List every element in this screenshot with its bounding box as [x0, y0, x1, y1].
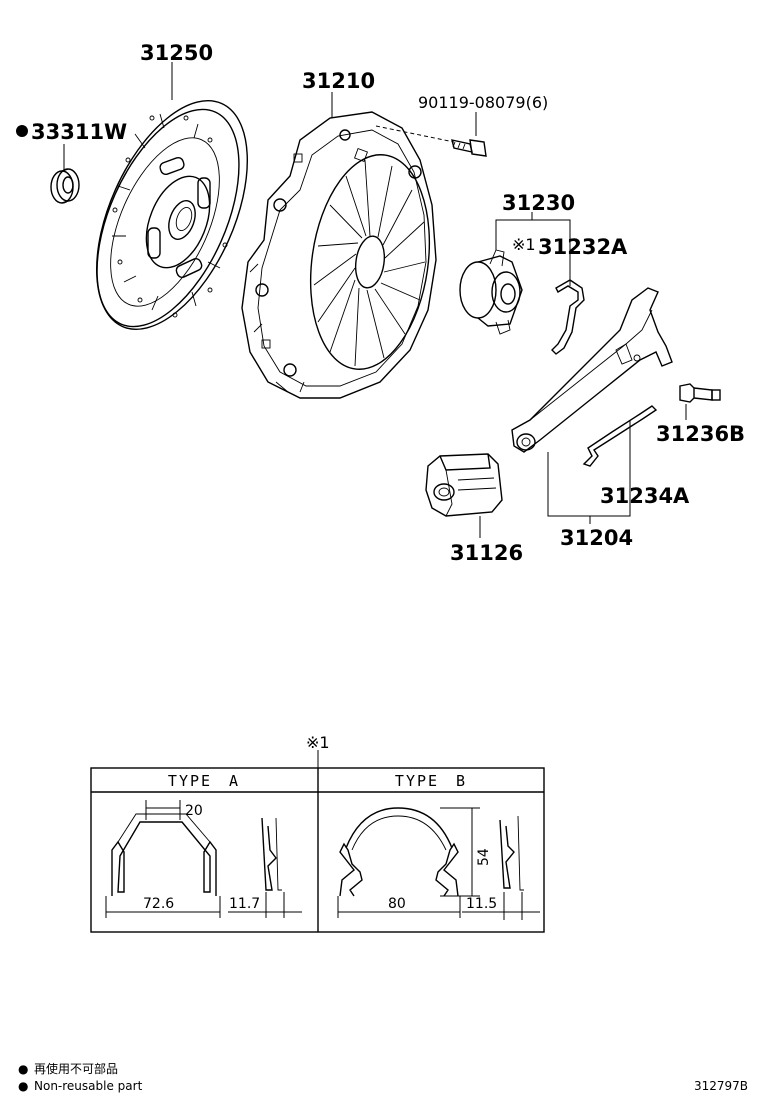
detail-ref-mark: ※1 [306, 733, 330, 752]
label-31230: 31230 [502, 191, 575, 215]
release-fork-drawing [511, 287, 673, 453]
fork-spring-drawing [582, 405, 658, 467]
type-a-side-width: 11.7 [229, 896, 260, 912]
clip-detail-table [90, 767, 545, 933]
pilot-bearing-drawing [50, 168, 80, 204]
pivot-bolt-drawing [679, 383, 721, 403]
clutch-cover-drawing [241, 111, 437, 399]
release-bearing-drawing [459, 249, 523, 335]
legend-bullet-1: ● [18, 1062, 28, 1076]
non-reusable-bullet-icon [16, 125, 28, 137]
clutch-disc-drawing [95, 100, 249, 330]
legend-english: Non-reusable part [34, 1079, 143, 1093]
cover-bolt-drawing [451, 139, 487, 157]
type-b-clip-drawing [339, 807, 524, 897]
label-31234A: 31234A [600, 484, 690, 508]
type-a-clip-drawing [111, 813, 282, 896]
drawing-id: 312797B [694, 1079, 748, 1093]
label-31126: 31126 [450, 541, 523, 565]
type-a-width-bottom: 72.6 [143, 896, 174, 912]
bearing-clip-drawing [551, 279, 585, 355]
legend-japanese: 再使用不可部品 [34, 1061, 118, 1076]
type-a-title: TYPE A [168, 772, 240, 790]
type-b-height: 54 [476, 848, 492, 866]
label-33311W: 33311W [31, 120, 127, 144]
leader-lines [63, 62, 687, 770]
type-a-width-top: 20 [185, 803, 203, 819]
fork-boot-drawing [425, 453, 503, 517]
type-b-side-width: 11.5 [466, 896, 497, 912]
label-31210: 31210 [302, 69, 375, 93]
legend-bullet-2: ● [18, 1079, 28, 1093]
label-31232A: 31232A [538, 235, 628, 259]
label-90119-08079: 90119-08079(6) [418, 93, 548, 112]
label-31204: 31204 [560, 526, 633, 550]
type-b-title: TYPE B [395, 772, 467, 790]
note-mark-1: ※1 [512, 235, 536, 254]
label-31236B: 31236B [656, 422, 745, 446]
type-b-width-bottom: 80 [388, 896, 406, 912]
label-31250: 31250 [140, 41, 213, 65]
type-a-dimensions [105, 800, 302, 918]
type-b-dimensions [337, 807, 540, 920]
